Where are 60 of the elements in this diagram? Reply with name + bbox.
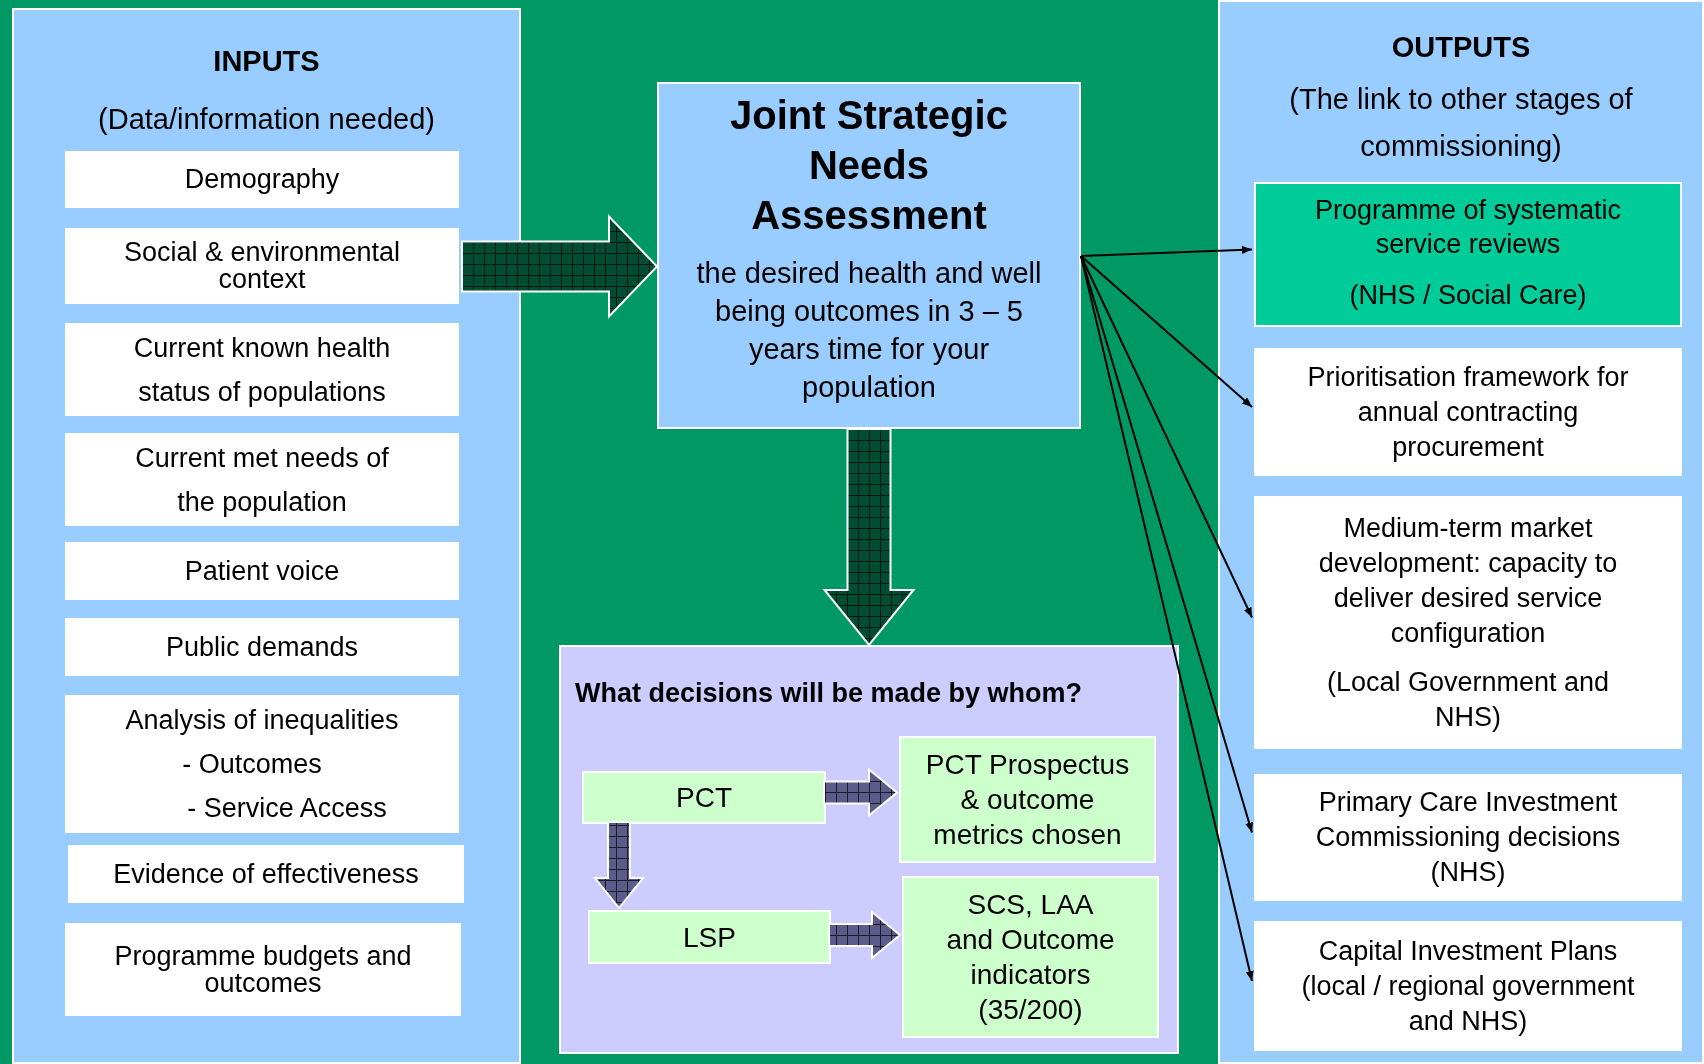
output-note: (Local Government and NHS): [1325, 665, 1611, 734]
output-label: Prioritisation framework for annual contracting procurement: [1306, 360, 1630, 464]
output-box: [1254, 774, 1682, 901]
inputs-panel: [12, 8, 521, 1064]
panel-title: INPUTS: [213, 44, 320, 79]
arrow: [1080, 255, 1254, 982]
decision-box: [582, 771, 826, 824]
block-arrow: [592, 821, 646, 910]
input-box: [65, 151, 459, 208]
input-label: Demography: [184, 166, 340, 193]
arrow: [1080, 245, 1253, 257]
panel-title: What decisions will be made by whom?: [575, 677, 1084, 710]
input-label: Evidence of effectiveness: [113, 860, 419, 888]
output-box: [1254, 182, 1682, 327]
input-box: [68, 845, 464, 903]
decision-box: [902, 876, 1159, 1038]
input-box: [65, 228, 459, 304]
decision-label: PCT Prospectus & outcome metrics chosen: [924, 748, 1131, 852]
output-box: [1254, 348, 1682, 476]
input-label: Programme budgets and outcomes: [113, 942, 413, 997]
decision-box: [899, 736, 1156, 863]
input-box: [65, 618, 459, 676]
box-title: Joint Strategic Needs Assessment: [729, 92, 1009, 239]
output-label: Programme of systematic service reviews: [1313, 194, 1623, 262]
input-box: [65, 433, 459, 526]
panel-subtitle: (Data/information needed): [98, 101, 435, 137]
assessment-box: [657, 82, 1081, 429]
list-item: - Service Access: [187, 792, 387, 825]
input-label: Current met needs of the population: [134, 441, 390, 519]
block-arrow: [461, 214, 659, 319]
arrow: [1080, 255, 1253, 408]
input-box: [65, 923, 461, 1016]
box-text: the desired health and well being outcomes in 3 – 5 years time for your population: [695, 256, 1043, 405]
block-arrow: [828, 909, 902, 961]
outputs-panel: [1218, 0, 1704, 1064]
output-label: Primary Care Investment Commissioning decisions (NHS): [1314, 786, 1622, 889]
output-label: Capital Investment Plans (local / regional government and NHS): [1300, 934, 1636, 1038]
output-box: [1254, 921, 1682, 1051]
list-item: - Outcomes: [182, 748, 322, 781]
output-box: [1254, 496, 1682, 749]
panel-title: OUTPUTS: [1391, 30, 1531, 65]
input-box: [65, 323, 459, 416]
decision-label: LSP: [683, 920, 736, 955]
output-note: (NHS / Social Care): [1349, 279, 1587, 313]
input-label: Public demands: [165, 633, 359, 661]
output-label: Medium-term market development: capacity to deliver desired service configuration: [1317, 511, 1619, 650]
decision-box: [588, 910, 831, 964]
block-arrow: [822, 428, 916, 647]
decisions-panel: [559, 645, 1179, 1054]
input-label: Analysis of inequalities: [125, 704, 399, 737]
input-label: Current known health status of populations: [132, 331, 392, 409]
input-label: Patient voice: [184, 557, 340, 585]
panel-subtitle: (The link to other stages of commissioning): [1288, 81, 1634, 164]
decision-label: PCT: [676, 781, 732, 815]
input-box: [65, 695, 459, 833]
input-label: Social & environmental context: [122, 239, 402, 293]
input-box: [65, 542, 459, 600]
arrow: [1080, 255, 1253, 619]
block-arrow: [823, 767, 899, 818]
decision-label: SCS, LAA and Outcome indicators (35/200): [945, 888, 1116, 1027]
